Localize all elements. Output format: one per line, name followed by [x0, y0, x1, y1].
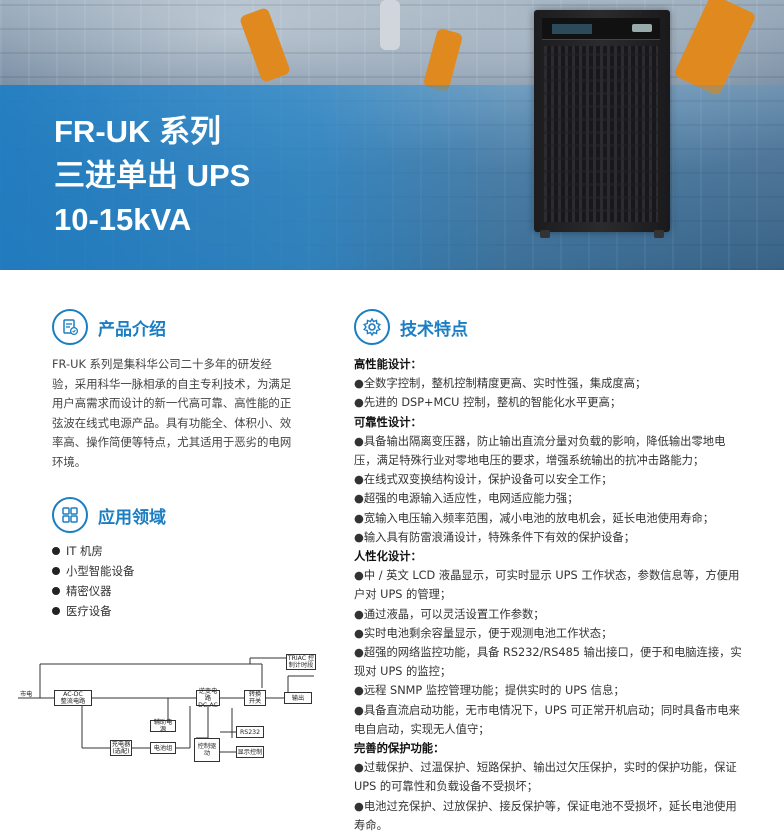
feature-item: ●超强的网络监控功能，具备 RS232/RS485 输出接口，便于和电脑连接，实… [354, 646, 742, 679]
rs232-box: RS232 [236, 726, 264, 738]
mains-label: 市电 [20, 691, 33, 698]
bullet-icon [52, 587, 60, 595]
diagram-lines [18, 657, 314, 753]
box-label: 显示控制 [237, 748, 263, 756]
feature-item: ●具备直流启动功能，无市电情况下，UPS 可正常开机启动；同时具备市电来电自启动… [354, 703, 740, 736]
box-label: 制计时段 [288, 662, 314, 669]
feature-heading: 可靠性设计： [354, 415, 422, 429]
box-label: 充电器 [111, 741, 131, 748]
feature-heading: 完善的保护功能： [354, 742, 445, 756]
battery-box: 电池组 [150, 742, 176, 754]
list-item: IT 机房 [52, 541, 134, 561]
box-label: RS232 [239, 728, 261, 736]
feature-item: ●输入具有防雷浪涌设计，特殊条件下有效的保护设备； [354, 530, 635, 544]
feature-heading: 人性化设计： [354, 550, 422, 564]
list-item: 精密仪器 [52, 581, 134, 601]
charger-box: 充电器 (选配) [110, 740, 132, 756]
feature-item: ●宽输入电压输入频率范围，减小电池的放电机会，延长电池使用寿命； [354, 511, 715, 525]
document-check-icon [52, 309, 88, 345]
acdc-rectifier-box: AC-DC 整流电路 [54, 690, 92, 706]
ups-wheel [654, 230, 664, 238]
box-label: 控制驱动 [197, 743, 217, 757]
grid-icon [52, 497, 88, 533]
apps-heading: 应用领域 [52, 497, 166, 533]
box-label: 开关 [248, 698, 262, 705]
box-label: AC-DC [63, 691, 83, 698]
feature-item: ●先进的 DSP+MCU 控制，整机的智能化水平更高； [354, 396, 622, 410]
inverter-box: 逆变电路 DC-AC [196, 687, 220, 709]
box-label: DC-AC [198, 701, 218, 709]
bullet-icon [52, 547, 60, 555]
box-label: 整流电路 [60, 698, 86, 705]
box-label: 电池组 [153, 744, 173, 752]
box-label: TRIAC 控 [287, 655, 315, 662]
robot-arm-image [380, 0, 400, 50]
ups-vent-grille [544, 46, 658, 222]
intro-heading: 产品介绍 [52, 309, 166, 345]
list-item-label: 精密仪器 [66, 584, 112, 598]
list-item-label: 医疗设备 [66, 604, 112, 618]
control-drive-box: 控制驱动 [194, 738, 220, 762]
feature-item: ●全数字控制，整机控制精度更高、实时性强，集成度高； [354, 377, 647, 391]
product-title: FR-UK 系列 三进单出 UPS 10-15kVA [54, 110, 250, 242]
feature-item: ●超强的电源输入适应性，电网适应能力强； [354, 492, 579, 506]
list-item: 小型智能设备 [52, 561, 134, 581]
box-label: 转换 [248, 691, 262, 698]
list-item-label: IT 机房 [66, 544, 103, 558]
title-line-series: FR-UK 系列 [54, 114, 222, 149]
tech-heading: 技术特点 [354, 309, 468, 345]
title-line-capacity: 10-15kVA [54, 202, 192, 237]
intro-text: FR-UK 系列是集科华公司二十多年的研发经验，采用科华一脉相承的自主专利技术，… [52, 357, 292, 469]
hero-banner: FR-UK 系列 三进单出 UPS 10-15kVA [0, 0, 784, 270]
ups-wheel [540, 230, 550, 238]
triac-box: TRIAC 控 制计时段 [286, 654, 316, 670]
ups-lcd-screen [552, 24, 592, 34]
feature-item: ●在线式双变换结构设计，保护设备可以安全工作； [354, 473, 613, 487]
bullet-icon [52, 567, 60, 575]
list-item: 医疗设备 [52, 601, 134, 621]
feature-item: ●实时电池剩余容量显示，便于观测电池工作状态； [354, 626, 613, 640]
box-label: (选配) [112, 748, 130, 755]
ups-cabinet-image [534, 10, 670, 238]
feature-item: ●中 / 英文 LCD 液晶显示，可实时显示 UPS 工作状态，参数信息等，方便… [354, 569, 740, 602]
ups-logo-icon [632, 24, 652, 32]
box-label: 辅助电源 [153, 719, 173, 733]
ups-block-diagram: 市电 AC-DC 整流电路 逆变电路 DC-AC 转换 开关 TRIAC 控 制… [18, 652, 328, 782]
feature-item: ●通过液晶，可以灵活设置工作参数； [354, 607, 545, 621]
feature-heading: 高性能设计： [354, 358, 422, 371]
tech-features: 高性能设计： ●全数字控制，整机控制精度更高、实时性强，集成度高； ●先进的 DSP… [354, 355, 744, 835]
display-control-box: 显示控制 [236, 746, 264, 758]
tech-title: 技术特点 [400, 319, 468, 340]
output-box: 输出 [284, 692, 312, 704]
intro-title: 产品介绍 [98, 319, 166, 340]
feature-item: ●电池过充保护、过放保护、接反保护等，保证电池不受损坏，延长电池使用寿命。 [354, 799, 737, 832]
list-item-label: 小型智能设备 [66, 564, 135, 578]
feature-item: ●远程 SNMP 监控管理功能；提供实时的 UPS 信息； [354, 684, 625, 698]
apps-list: IT 机房 小型智能设备 精密仪器 医疗设备 [52, 541, 134, 621]
box-label: 输出 [291, 694, 305, 702]
aux-power-box: 辅助电源 [150, 719, 176, 733]
bullet-icon [52, 607, 60, 615]
feature-item: ●过载保护、过温保护、短路保护、输出过欠压保护，实时的保护功能，保证 UPS 的… [354, 761, 737, 794]
feature-item: ●具备输出隔离变压器，防止输出直流分量对负载的影响，降低输出零地电压，满足特殊行… [354, 434, 726, 468]
gear-icon [354, 309, 390, 345]
ups-front-panel [542, 18, 660, 40]
title-line-type: 三进单出 UPS [54, 158, 251, 193]
box-label: 逆变电路 [198, 687, 218, 702]
switch-box: 转换 开关 [244, 690, 266, 706]
apps-title: 应用领域 [98, 507, 166, 528]
